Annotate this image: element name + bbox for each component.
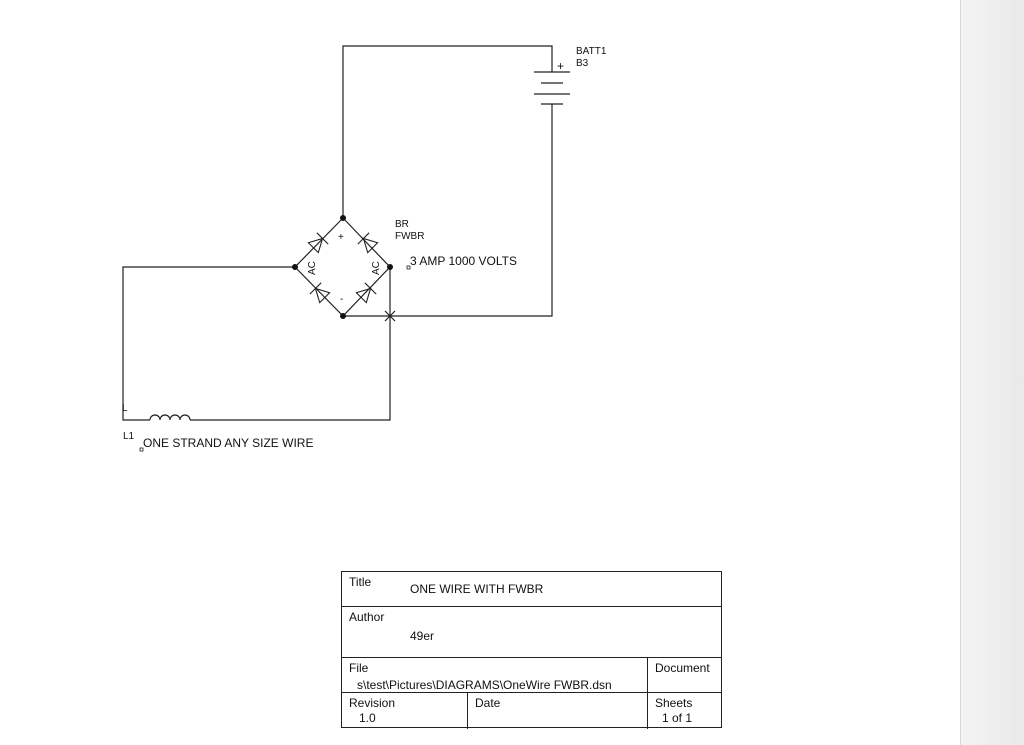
bridge-rectifier: + - AC AC xyxy=(294,217,391,317)
author-value: 49er xyxy=(410,629,435,643)
inductor-value-label: ONE STRAND ANY SIZE WIRE xyxy=(143,436,313,450)
document-label: Document xyxy=(655,661,710,675)
wire-top xyxy=(342,45,553,218)
sheets-cell: Sheets 1 of 1 xyxy=(648,693,723,729)
file-value: s\test\Pictures\DIAGRAMS\OneWire FWBR.ds… xyxy=(357,678,612,692)
title-value: ONE WIRE WITH FWBR xyxy=(410,582,544,596)
junction-right xyxy=(387,264,393,270)
wires xyxy=(122,45,553,421)
inductor-pin-label: L xyxy=(122,403,128,414)
sheets-value: 1 of 1 xyxy=(662,711,693,725)
date-label: Date xyxy=(475,696,501,710)
junction-left xyxy=(292,264,298,270)
file-row: File s\test\Pictures\DIAGRAMS\OneWire FW… xyxy=(342,658,721,693)
junctions xyxy=(292,215,396,322)
title-label: Title xyxy=(349,575,372,589)
bridge-ac-right-label: AC xyxy=(371,261,382,275)
revision-label: Revision xyxy=(349,696,396,710)
title-block: Title ONE WIRE WITH FWBR Author 49er Fil… xyxy=(341,571,722,729)
bridge-ref-label: BR xyxy=(395,219,409,230)
wire-ac-left xyxy=(122,266,295,421)
date-cell: Date xyxy=(468,693,648,729)
document-cell: Document xyxy=(648,658,723,692)
junction-bottom xyxy=(340,313,346,319)
bridge-pos-label: + xyxy=(338,232,344,243)
inductor-symbol xyxy=(149,414,191,421)
revision-value: 1.0 xyxy=(359,711,376,725)
bridge-ac-left-label: AC xyxy=(307,261,318,275)
author-row: Author 49er xyxy=(342,607,721,658)
file-label: File xyxy=(349,661,369,675)
battery-plus-sign: + xyxy=(557,59,564,73)
bridge-value-label: FWBR xyxy=(395,231,424,242)
junction-top xyxy=(340,215,346,221)
wire-inductor-return xyxy=(190,267,391,421)
bridge-rating-label: 3 AMP 1000 VOLTS xyxy=(410,254,517,268)
battery-symbol: + xyxy=(534,59,570,105)
revision-cell: Revision 1.0 xyxy=(342,693,468,729)
sheets-label: Sheets xyxy=(655,696,693,710)
bridge-neg-label: - xyxy=(340,294,343,305)
scan-page-edge xyxy=(960,0,1024,745)
bridge-rating-marker xyxy=(406,265,411,270)
inductor-value-marker xyxy=(139,447,144,452)
title-row: Title ONE WIRE WITH FWBR xyxy=(342,572,721,607)
battery-value-label: B3 xyxy=(576,58,589,69)
file-cell: File s\test\Pictures\DIAGRAMS\OneWire FW… xyxy=(342,658,648,692)
inductor-ref-label: L1 xyxy=(123,431,135,442)
wire-right-battery xyxy=(343,104,553,317)
revision-row: Revision 1.0 Date Sheets 1 of 1 xyxy=(342,693,721,729)
battery-ref-label: BATT1 xyxy=(576,46,607,57)
author-label: Author xyxy=(349,610,385,624)
